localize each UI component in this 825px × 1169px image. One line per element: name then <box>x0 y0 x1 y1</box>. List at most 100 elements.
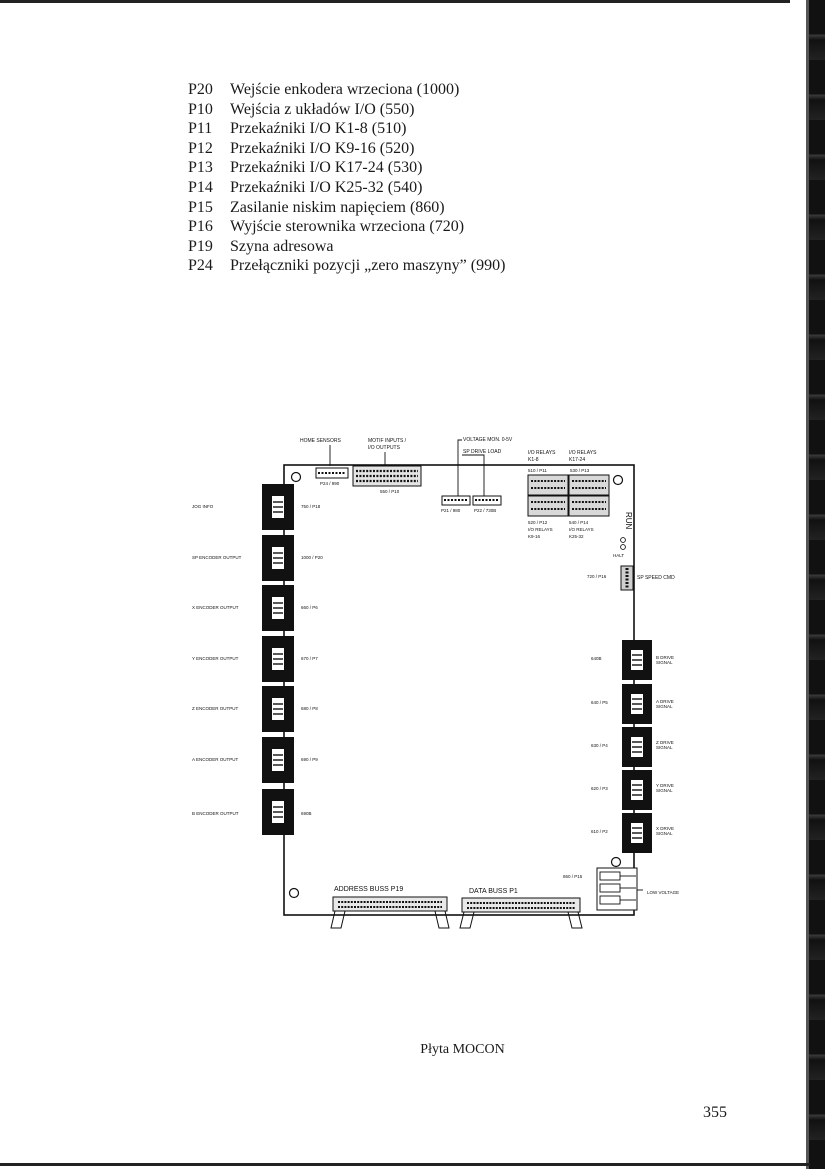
figure-caption: Płyta MOCON <box>420 1042 505 1057</box>
left-connector-code: 1000 / P20 <box>301 555 323 560</box>
legend-row: P19 Szyna adresowa <box>188 237 505 257</box>
legend-code: P20 <box>188 81 213 98</box>
legend-code: P14 <box>188 178 213 196</box>
p15-code: 860 / P15 <box>563 874 583 879</box>
right-connector-code: 620 / P3 <box>591 786 608 791</box>
left-connector-label: B ENCODER OUTPUT <box>192 811 239 816</box>
right-connector-label: X DRIVE <box>656 826 674 831</box>
io-relays-k9-range: K9-16 <box>528 534 541 539</box>
io-relays-k9-label: I/O RELAYS <box>528 527 553 532</box>
mount-hole-bottom-right <box>610 856 622 868</box>
board-outline <box>283 464 635 916</box>
p14-code: 540 / P14 <box>569 520 589 525</box>
left-connector-code: 680 / P8 <box>301 706 318 711</box>
io-relays-k17-label: I/O RELAYS <box>569 450 597 456</box>
sp-speed-cmd-label: SP SPEED CMD <box>637 575 675 581</box>
legend-code: P12 <box>188 139 213 157</box>
right-connector-label: SIGNAL <box>656 660 673 665</box>
left-connector-label: Z ENCODER OUTPUT <box>192 706 239 711</box>
left-connector-label: Y ENCODER OUTPUT <box>192 656 239 661</box>
legend-code: P19 <box>188 237 213 255</box>
data-buss-connector <box>461 897 581 913</box>
right-connector: 630 / P4 Z DRIVE SIGNAL <box>591 727 674 767</box>
legend-desc: Szyna adresowa <box>230 237 334 255</box>
p14-connector <box>568 495 610 517</box>
io-outputs-label: I/O OUTPUTS <box>368 445 401 451</box>
scan-binding-edge <box>809 0 825 1169</box>
legend-code: P24 <box>188 257 213 275</box>
right-connector-label: A DRIVE <box>656 699 674 704</box>
left-connector: Z ENCODER OUTPUT 680 / P8 <box>192 686 318 732</box>
mount-hole-top-left <box>290 471 302 483</box>
p16-code: 720 / P16 <box>587 574 607 579</box>
right-connector-code: 610 / P2 <box>591 829 608 834</box>
page-number: 355 <box>703 1104 727 1121</box>
sp-drive-load-label: SP DRIVE LOAD <box>463 449 502 455</box>
right-connector: 640B B DRIVE SIGNAL <box>591 640 674 680</box>
led-indicator <box>620 544 626 550</box>
right-connector-label: SIGNAL <box>656 745 673 750</box>
legend-row: P20 Wejście enkodera wrzeciona (1000) <box>188 80 505 100</box>
p12-code: 520 / P12 <box>528 520 548 525</box>
legend-desc: Wyjście sterownika wrzeciona (720) <box>230 218 465 236</box>
p11-code: 510 / P11 <box>528 468 547 473</box>
left-connector: JOG INFO 750 / P18 <box>192 484 321 530</box>
connector-legend: P20 Wejście enkodera wrzeciona (1000) P10… <box>188 80 505 276</box>
left-connector: A ENCODER OUTPUT 690 / P9 <box>192 737 318 783</box>
legend-desc: Przekaźniki I/O K17-24 (530) <box>230 159 423 177</box>
right-connector: 620 / P3 Y DRIVE SIGNAL <box>591 770 674 810</box>
p13-connector <box>568 474 610 496</box>
left-connector: B ENCODER OUTPUT 690B <box>192 789 312 835</box>
low-voltage-label: LOW VOLTAGE <box>647 890 679 895</box>
run-led-labels: RUN <box>624 512 633 530</box>
p22-code: P22 / 730B <box>474 508 496 513</box>
p16-connector <box>620 565 634 591</box>
legend-desc: Przekaźniki I/O K1-8 (510) <box>230 120 407 138</box>
legend-desc: Wejście enkodera wrzeciona (1000) <box>230 81 460 98</box>
right-connector: 640 / P5 A DRIVE SIGNAL <box>591 684 674 724</box>
scan-bottom-edge <box>0 1163 810 1166</box>
io-relays-k1-range: K1-8 <box>528 457 539 463</box>
legend-desc: Zasilanie niskim napięciem (860) <box>230 198 445 216</box>
right-connector-code: 640 / P5 <box>591 700 608 705</box>
legend-row: P14 Przekaźniki I/O K25-32 (540) <box>188 178 505 198</box>
mount-hole-bottom-left <box>288 887 300 899</box>
legend-desc: Przekaźniki I/O K25-32 (540) <box>230 178 423 196</box>
p24-code: P24 / 990 <box>320 481 340 486</box>
led-indicator <box>620 537 626 543</box>
legend-code: P13 <box>188 159 213 177</box>
p13-code: 530 / P13 <box>570 468 590 473</box>
left-connector: Y ENCODER OUTPUT 670 / P7 <box>192 636 318 682</box>
right-connector-code: 630 / P4 <box>591 743 608 748</box>
address-buss-label: ADDRESS BUSS P19 <box>334 886 403 893</box>
io-relays-k25-label: I/O RELAYS <box>569 527 594 532</box>
left-connector-label: X ENCODER OUTPUT <box>192 605 239 610</box>
left-connector-code: 750 / P18 <box>301 504 321 509</box>
motif-inputs-label: MOTIF INPUTS / <box>368 438 407 444</box>
io-relays-k25-range: K25-32 <box>569 534 584 539</box>
left-connector-label: A ENCODER OUTPUT <box>192 757 239 762</box>
p10-code: 550 / P10 <box>380 489 400 494</box>
data-buss-label: DATA BUSS P1 <box>469 888 518 895</box>
left-connector: X ENCODER OUTPUT 660 / P6 <box>192 585 318 631</box>
right-connector-label: SIGNAL <box>656 788 673 793</box>
left-connector-label: JOG INFO <box>192 504 214 509</box>
scan-top-edge <box>0 0 790 3</box>
home-sensors-label: HOME SENSORS <box>300 438 342 444</box>
left-connector-label: SP ENCODER OUTPUT <box>192 555 242 560</box>
io-relays-k17-range: K17-24 <box>569 457 585 463</box>
right-connector-label: Y DRIVE <box>656 783 674 788</box>
legend-desc: Wejścia z układów I/O (550) <box>230 100 415 118</box>
voltage-mon-label: VOLTAGE MON. 0-5V <box>463 437 513 443</box>
legend-code: P16 <box>188 218 213 236</box>
left-connector-code: 660 / P6 <box>301 605 318 610</box>
right-connector-label: SIGNAL <box>656 704 673 709</box>
scan-binding-shadow <box>806 0 809 1169</box>
legend-desc: Przekaźniki I/O K9-16 (520) <box>230 139 415 157</box>
right-connector-label: B DRIVE <box>656 655 674 660</box>
